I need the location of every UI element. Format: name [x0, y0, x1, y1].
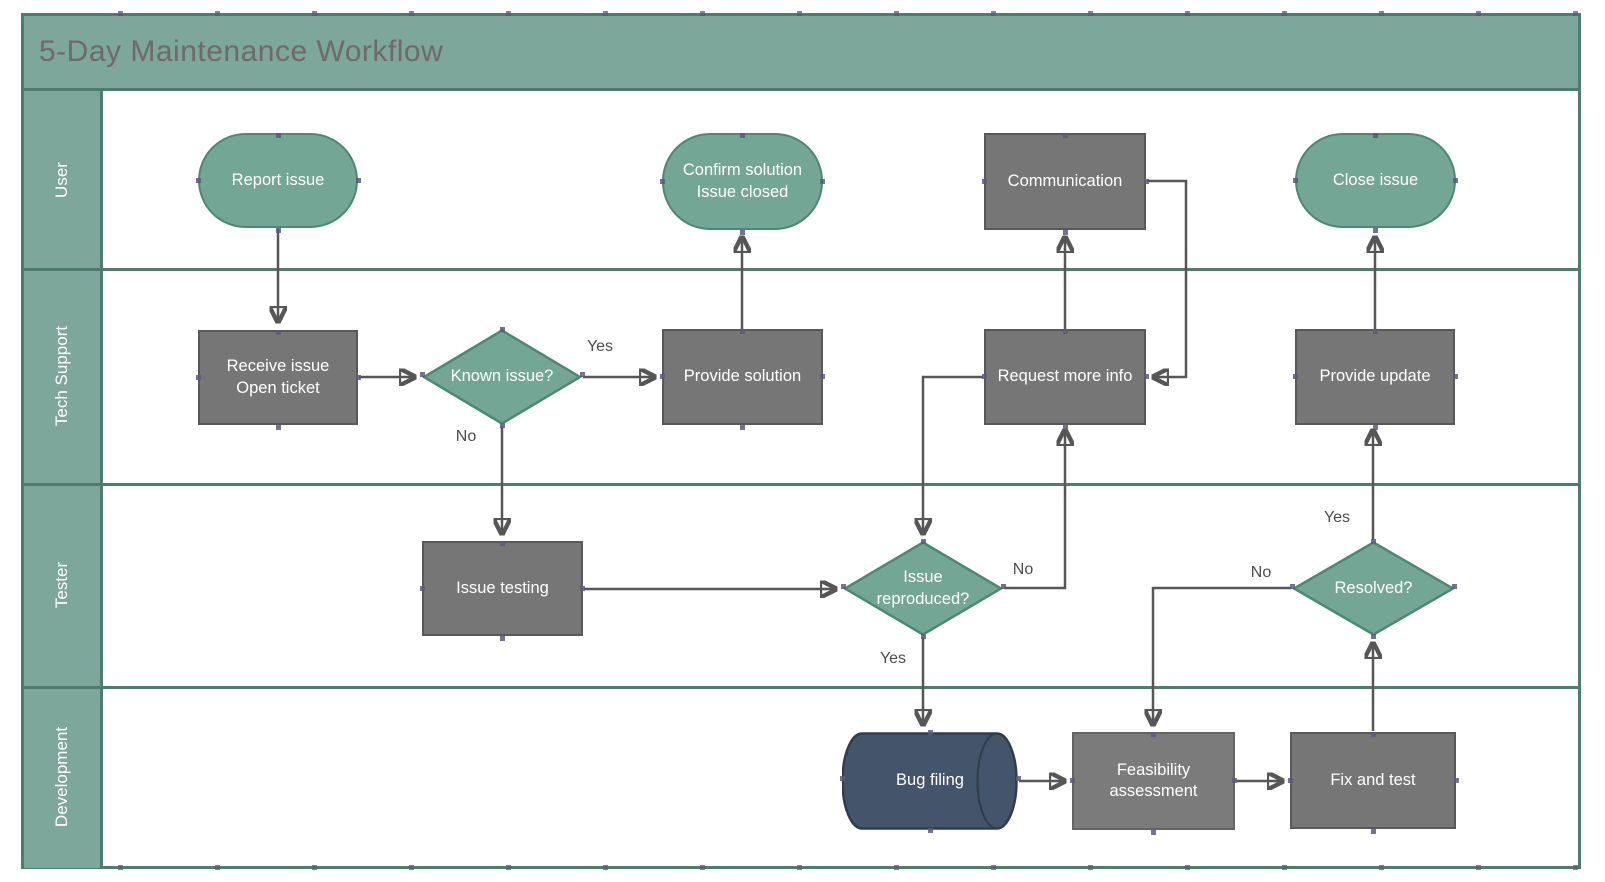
diamond-shape — [1292, 541, 1455, 636]
diamond-shape — [422, 329, 582, 425]
lane-divider-3 — [21, 686, 1581, 689]
node-bug-filing-label: Bug filing — [896, 771, 964, 790]
lane-label-development-text: Development — [52, 726, 72, 828]
node-resolved-label: Resolved? — [1334, 578, 1413, 597]
node-close-issue[interactable]: Close issue — [1295, 132, 1456, 228]
node-issue-testing-label: Issue testing — [456, 578, 549, 597]
node-confirm-solution-label: Confirm solution Issue closed — [682, 161, 803, 201]
node-report-issue[interactable]: Report issue — [198, 132, 358, 228]
node-provide-solution-label: Provide solution — [683, 367, 802, 386]
node-bug-filing[interactable]: Bug filing — [842, 729, 1018, 830]
node-request-more-info[interactable]: Request more info — [984, 328, 1146, 425]
lane-label-user[interactable]: User — [21, 91, 103, 269]
diagram-title: 5-Day Maintenance Workflow — [39, 35, 444, 68]
diagram-title-bar[interactable]: 5-Day Maintenance Workflow — [21, 13, 1581, 91]
node-receive-issue-label: Receive issue Open ticket — [226, 357, 330, 397]
node-known-issue-label: Known issue? — [450, 367, 554, 386]
horizontal-cylinder-shape — [842, 732, 1018, 830]
edge-label-known-issue-yes: Yes — [586, 338, 614, 355]
node-close-issue-label: Close issue — [1332, 170, 1419, 189]
lane-divider-1 — [21, 268, 1581, 271]
edge-label-issue-reproduced-no: No — [1012, 561, 1034, 578]
edge-label-issue-reproduced-yes: Yes — [879, 650, 907, 667]
edge-label-known-issue-no: No — [455, 428, 477, 445]
lane-label-user-text: User — [52, 162, 71, 198]
lane-label-column — [21, 91, 103, 868]
frame-connection-points-bottom — [118, 865, 123, 870]
lane-label-tester-text: Tester — [51, 561, 71, 608]
node-fix-and-test[interactable]: Fix and test — [1290, 731, 1456, 829]
node-known-issue[interactable]: Known issue? — [422, 326, 582, 425]
lane-label-development[interactable]: Development — [21, 686, 103, 868]
node-issue-testing[interactable]: Issue testing — [422, 540, 583, 636]
node-provide-update-label: Provide update — [1319, 367, 1431, 386]
node-issue-reproduced[interactable]: Issue reproduced? — [843, 538, 1003, 636]
node-request-more-info-label: Request more info — [997, 367, 1133, 386]
frame-connection-points-top — [118, 11, 123, 16]
lane-label-tester[interactable]: Tester — [21, 483, 103, 686]
node-receive-issue[interactable]: Receive issue Open ticket — [198, 329, 358, 425]
node-communication[interactable]: Communication — [984, 132, 1146, 230]
node-issue-reproduced-label: Issue reproduced? — [876, 568, 970, 608]
lane-label-tech-support[interactable]: Tech Support — [21, 269, 103, 483]
node-provide-update[interactable]: Provide update — [1295, 328, 1455, 425]
node-report-issue-label: Report issue — [231, 170, 325, 189]
node-feasibility-assessment-label: Feasibility assessment — [1109, 760, 1198, 800]
node-communication-label: Communication — [1007, 171, 1123, 190]
node-provide-solution[interactable]: Provide solution — [662, 328, 823, 425]
diamond-shape — [843, 541, 1003, 636]
lane-divider-2 — [21, 483, 1581, 486]
node-resolved[interactable]: Resolved? — [1292, 538, 1455, 636]
edge-label-resolved-no: No — [1250, 564, 1272, 581]
edge-label-resolved-yes: Yes — [1323, 509, 1351, 526]
node-confirm-solution[interactable]: Confirm solution Issue closed — [662, 132, 823, 230]
lane-label-tech-support-text: Tech Support — [52, 325, 71, 427]
node-fix-and-test-label: Fix and test — [1330, 770, 1416, 789]
node-feasibility-assessment[interactable]: Feasibility assessment — [1072, 731, 1235, 830]
